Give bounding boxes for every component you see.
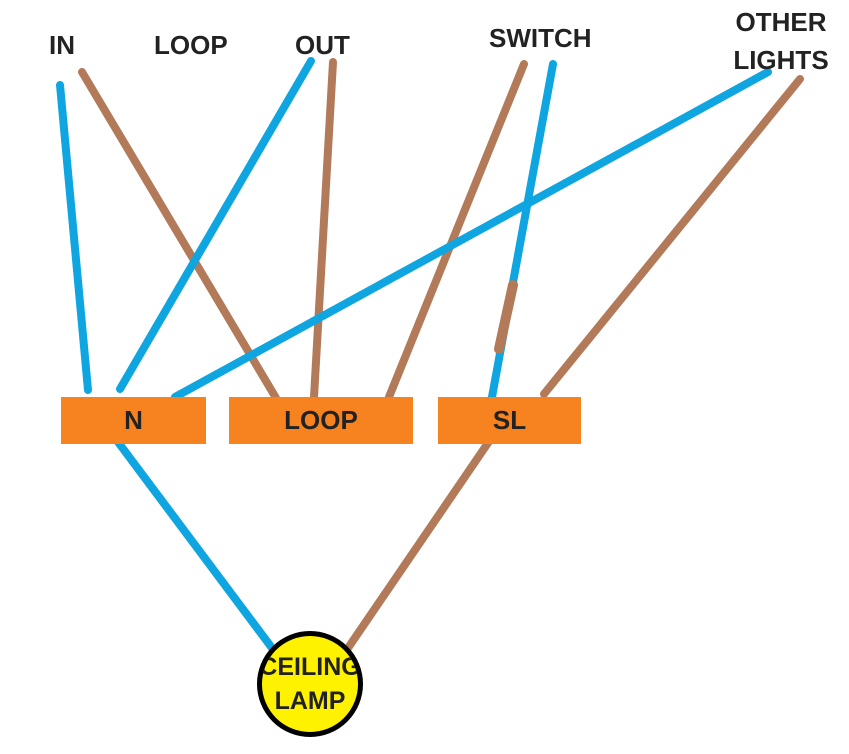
- ceiling-lamp-line2: LAMP: [274, 687, 346, 715]
- wire-out-to-n: [116, 57, 315, 393]
- terminal-neutral-label: N: [124, 405, 143, 435]
- wire-other-lights-to-sl: [540, 75, 804, 398]
- label-loop: LOOP: [154, 30, 228, 60]
- terminal-loop-label: LOOP: [284, 405, 358, 435]
- wire-sleeve-marker: [494, 280, 518, 354]
- label-switch: SWITCH: [489, 23, 592, 53]
- terminal-switched-live-label: SL: [492, 405, 527, 435]
- wire-out-to-loop: [310, 58, 337, 401]
- label-other-lights-line2: LIGHTS: [733, 45, 829, 75]
- terminal-switched-live: SL: [438, 397, 581, 444]
- wire-sl-to-lamp: [344, 436, 494, 652]
- label-out: OUT: [295, 30, 350, 60]
- wire-other-lights-to-n: [171, 68, 772, 401]
- label-other-lights-line1: OTHER: [735, 7, 827, 37]
- terminal-neutral: N: [61, 397, 206, 444]
- wire-in-to-loop: [78, 68, 280, 402]
- ceiling-lamp-line1: CEILING: [259, 653, 361, 681]
- label-other-lights: OTHER LIGHTS: [726, 3, 836, 79]
- ceiling-lamp: CEILING LAMP: [257, 631, 363, 737]
- wire-in-to-n: [56, 81, 92, 394]
- wire-n-to-lamp: [114, 438, 276, 652]
- label-in: IN: [49, 30, 75, 60]
- terminal-loop: LOOP: [229, 397, 413, 444]
- wire-switch-to-loop: [385, 60, 528, 401]
